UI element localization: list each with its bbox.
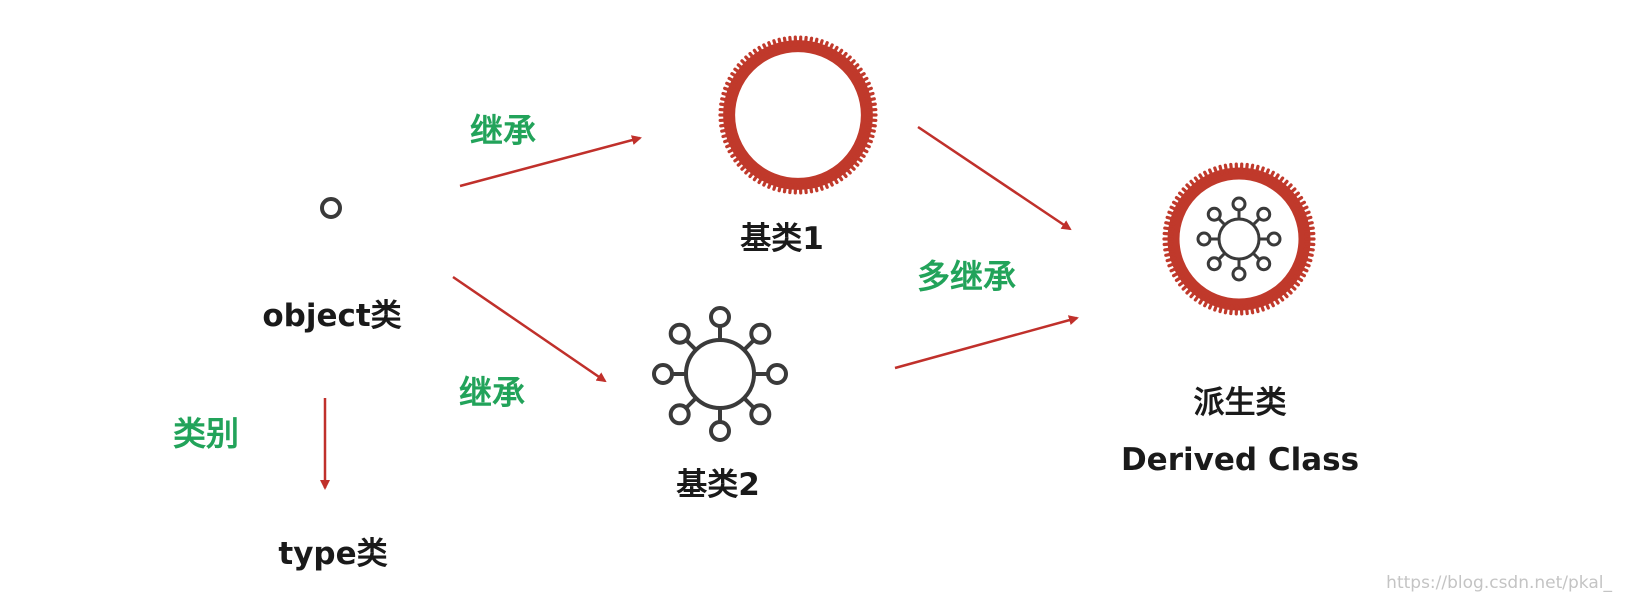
edge-label-inherit-1: 继承 — [470, 111, 536, 150]
edge-label-multi-inherit: 多继承 — [917, 257, 1016, 296]
base1-node-label: 基类1 — [740, 221, 824, 257]
edge-label-inherit-2: 继承 — [459, 373, 525, 412]
arrow-object-to-base1 — [459, 135, 642, 188]
watermark: https://blog.csdn.net/pkal_ — [1386, 573, 1612, 593]
base2-node-label: 基类2 — [676, 467, 760, 503]
derived-node-label-en: Derived Class — [1121, 442, 1359, 478]
virus-icon — [652, 306, 788, 442]
arrow-base1-to-derived — [917, 125, 1072, 231]
arrow-base2-to-derived — [894, 315, 1079, 370]
object-node-label: object类 — [262, 298, 401, 334]
edge-label-category: 类别 — [173, 414, 239, 453]
small-circle-icon — [320, 197, 342, 219]
red-gear-ring-icon — [718, 35, 878, 195]
arrow-object-to-base2 — [452, 275, 607, 383]
type-node-label: type类 — [278, 536, 387, 572]
derived-node-label-zh: 派生类 — [1194, 385, 1287, 421]
gear-with-virus-icon — [1162, 162, 1316, 316]
